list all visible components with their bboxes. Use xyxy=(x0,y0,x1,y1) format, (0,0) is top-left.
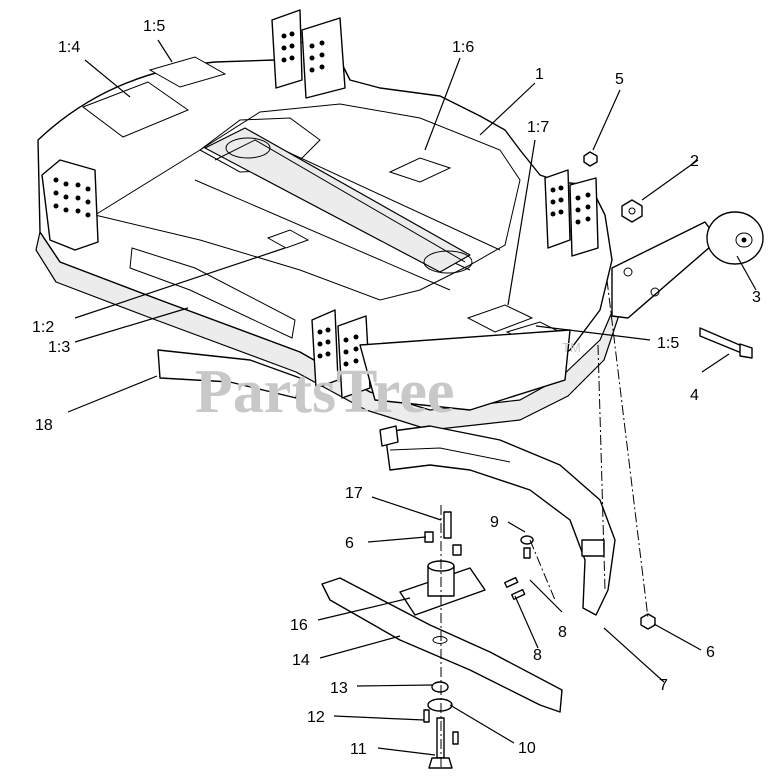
decal-1-6 xyxy=(388,157,452,183)
callout-9: 9 xyxy=(490,514,499,531)
callout-6-left: 6 xyxy=(345,535,354,552)
callout-1-5-top: 1:5 xyxy=(143,18,165,35)
callout-1-5-right: 1:5 xyxy=(657,335,679,352)
cutting-blade xyxy=(321,577,563,713)
callout-10: 10 xyxy=(518,740,536,757)
callout-8-upper: 8 xyxy=(558,624,567,641)
left-mount-bracket xyxy=(41,159,99,251)
callout-12: 12 xyxy=(307,709,325,726)
screw-12 xyxy=(423,709,430,723)
blade-cup-washer xyxy=(427,698,453,712)
right-mount-bracket xyxy=(544,169,599,257)
callout-17: 17 xyxy=(345,485,363,502)
callout-1-7: 1:7 xyxy=(527,119,549,136)
decal-1-5-top xyxy=(148,56,227,88)
carriage-bolt xyxy=(699,327,753,359)
callout-labels: 1:5 1:4 1:6 1 5 1:7 2 3 1:5 4 1:2 1:3 18… xyxy=(32,18,761,758)
svg-text:TM: TM xyxy=(562,340,581,355)
callout-6-right: 6 xyxy=(706,644,715,661)
callout-7: 7 xyxy=(659,677,668,694)
decal-1-3 xyxy=(129,247,296,339)
callout-3: 3 xyxy=(752,289,761,306)
callout-4: 4 xyxy=(690,387,699,404)
spindle-housing xyxy=(399,560,486,616)
decal-1-4 xyxy=(81,81,190,138)
callout-18: 18 xyxy=(35,417,53,434)
partstree-watermark: PartsTree TM xyxy=(195,340,581,426)
callout-1-4: 1:4 xyxy=(58,39,80,56)
hex-nut xyxy=(621,199,643,223)
callout-5: 5 xyxy=(615,71,624,88)
bolts-8 xyxy=(504,576,526,600)
spindle-pin xyxy=(443,511,452,539)
spacer-washer xyxy=(431,681,449,693)
callout-1-3: 1:3 xyxy=(48,339,70,356)
roller-wheel xyxy=(706,211,764,265)
deck-baffle xyxy=(379,425,616,616)
decal-1-2 xyxy=(266,229,310,249)
callout-16: 16 xyxy=(290,617,308,634)
callout-1-6: 1:6 xyxy=(452,39,474,56)
callout-13: 13 xyxy=(330,680,348,697)
callout-8-lower: 8 xyxy=(533,647,542,664)
callout-2: 2 xyxy=(690,153,699,170)
rear-mount-bracket xyxy=(271,9,346,99)
nuts-6-left xyxy=(424,531,462,556)
washer-9 xyxy=(520,535,534,559)
callout-1-2: 1:2 xyxy=(32,319,54,336)
screw-10 xyxy=(452,731,459,745)
mower-deck xyxy=(35,9,619,431)
callout-11: 11 xyxy=(350,741,367,758)
flange-nut-top xyxy=(583,151,598,167)
svg-text:PartsTree: PartsTree xyxy=(195,358,454,426)
anti-scalp-roller-arm xyxy=(611,221,719,319)
leader-lines xyxy=(67,39,757,756)
front-mount-bracket xyxy=(311,309,371,399)
callout-14: 14 xyxy=(292,652,310,669)
callout-1: 1 xyxy=(535,66,544,83)
side-baffle xyxy=(157,349,301,399)
decal-1-7 xyxy=(466,304,534,333)
